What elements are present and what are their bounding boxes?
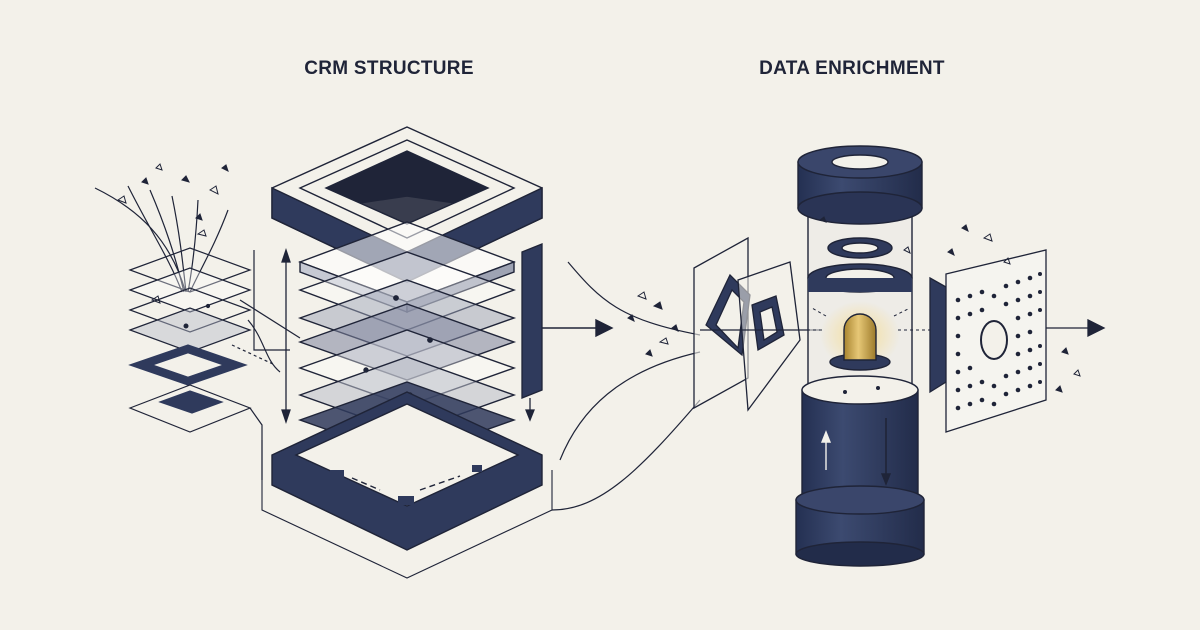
connector-line bbox=[253, 250, 290, 351]
navy-layer-hole bbox=[154, 353, 222, 377]
filter-panels bbox=[693, 236, 820, 412]
data-enrichment-heading: DATA ENRICHMENT bbox=[759, 58, 945, 79]
flow-line bbox=[149, 189, 185, 293]
arrowhead-icon bbox=[595, 318, 614, 338]
connector-line bbox=[247, 319, 281, 373]
side-bar bbox=[521, 243, 543, 422]
arrowhead-icon bbox=[1087, 318, 1106, 338]
glowing-light-capsule-icon bbox=[843, 313, 877, 361]
flow-curves bbox=[551, 261, 701, 511]
down-arrow-icon bbox=[880, 473, 892, 486]
transfer-arrow bbox=[542, 318, 614, 338]
perforation-dots bbox=[955, 272, 1042, 411]
up-arrow-icon bbox=[820, 430, 832, 443]
output-panels bbox=[929, 249, 1106, 433]
light-rays bbox=[804, 307, 930, 331]
particles-middle bbox=[627, 291, 679, 357]
connector-line bbox=[239, 299, 301, 339]
layer-sheet bbox=[128, 247, 252, 293]
navy-inset bbox=[158, 390, 224, 414]
lower-cylinder bbox=[801, 389, 919, 501]
enrichment-cylinder bbox=[795, 145, 925, 567]
top-ring-hole bbox=[831, 154, 889, 170]
flow-line bbox=[127, 185, 183, 293]
flow-line bbox=[171, 195, 187, 293]
crm-layer bbox=[297, 303, 517, 381]
height-arrow bbox=[281, 247, 291, 425]
layer-sheet bbox=[128, 287, 252, 333]
particles-right bbox=[818, 216, 1081, 393]
particles-left bbox=[116, 163, 229, 329]
crm-structure-heading: CRM STRUCTURE bbox=[304, 58, 474, 79]
input-layers-group bbox=[94, 185, 301, 480]
layer-sheet bbox=[128, 267, 252, 313]
panel-aperture bbox=[980, 320, 1008, 360]
tray-guide bbox=[261, 440, 553, 579]
connector-line bbox=[231, 344, 276, 366]
flow-line bbox=[187, 199, 199, 293]
base-tray-floor bbox=[294, 403, 520, 507]
layer-sheet bbox=[128, 307, 252, 353]
crm-structure-stack bbox=[261, 126, 553, 579]
lower-cylinder-top bbox=[801, 375, 919, 405]
flow-line bbox=[189, 209, 229, 293]
top-cap-hole bbox=[324, 150, 490, 225]
glass-tube bbox=[807, 189, 913, 411]
connector-line bbox=[249, 407, 263, 480]
